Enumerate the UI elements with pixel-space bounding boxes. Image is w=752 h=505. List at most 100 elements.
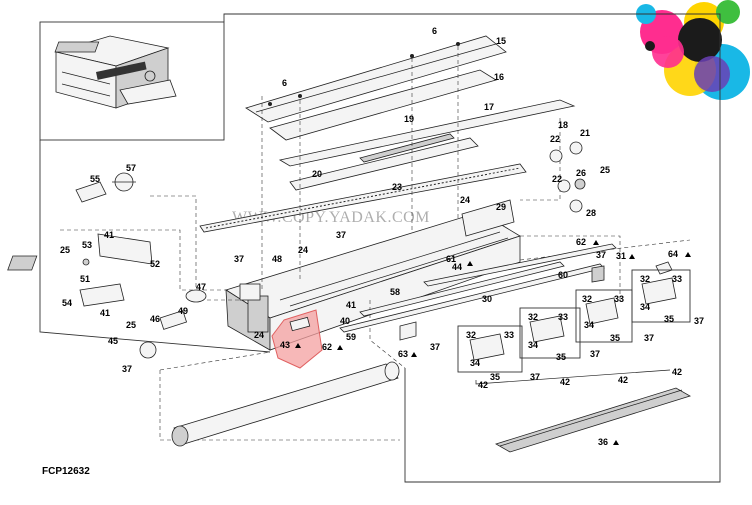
label-59: 59 xyxy=(346,332,356,342)
label-62: 62 xyxy=(576,237,586,247)
label-26: 26 xyxy=(576,168,586,178)
part-43-highlight xyxy=(271,309,323,369)
label-16: 16 xyxy=(494,72,504,82)
triangle-markers xyxy=(295,240,691,445)
label-23: 23 xyxy=(392,182,402,192)
bracket-groups xyxy=(457,269,691,385)
label-34: 34 xyxy=(640,302,650,312)
label-37: 37 xyxy=(596,250,606,260)
part-small-left xyxy=(7,172,207,359)
label-60: 60 xyxy=(558,270,568,280)
label-36: 36 xyxy=(598,437,608,447)
label-44: 44 xyxy=(452,262,462,272)
label-48: 48 xyxy=(272,254,282,264)
label-21: 21 xyxy=(580,128,590,138)
label-41: 41 xyxy=(104,230,114,240)
figure-code: FCP12632 xyxy=(42,466,90,477)
part-main-unit xyxy=(225,211,521,351)
label-42: 42 xyxy=(478,380,488,390)
label-37: 37 xyxy=(336,230,346,240)
label-37: 37 xyxy=(122,364,132,374)
inset-frame xyxy=(39,21,225,141)
part-rails xyxy=(339,243,617,333)
label-52: 52 xyxy=(150,259,160,269)
label-42: 42 xyxy=(618,375,628,385)
part-small-right xyxy=(399,141,673,341)
label-34: 34 xyxy=(528,340,538,350)
label-6: 6 xyxy=(282,78,287,88)
part-bar-19 xyxy=(359,133,455,163)
label-32: 32 xyxy=(582,294,592,304)
label-46: 46 xyxy=(150,314,160,324)
label-33: 33 xyxy=(504,330,514,340)
label-25: 25 xyxy=(60,245,70,255)
label-57: 57 xyxy=(126,163,136,173)
label-37: 37 xyxy=(234,254,244,264)
label-25: 25 xyxy=(600,165,610,175)
label-33: 33 xyxy=(672,274,682,284)
part-rail-23 xyxy=(199,163,527,233)
label-29: 29 xyxy=(496,202,506,212)
label-17: 17 xyxy=(484,102,494,112)
label-37: 37 xyxy=(430,342,440,352)
label-45: 45 xyxy=(108,336,118,346)
label-31: 31 xyxy=(616,251,626,261)
label-49: 49 xyxy=(178,306,188,316)
label-6: 6 xyxy=(432,26,437,36)
label-43: 43 xyxy=(280,340,290,350)
label-25: 25 xyxy=(126,320,136,330)
label-35: 35 xyxy=(556,352,566,362)
label-32: 32 xyxy=(466,330,476,340)
label-15: 15 xyxy=(496,36,506,46)
label-22: 22 xyxy=(550,134,560,144)
label-37: 37 xyxy=(644,333,654,343)
label-18: 18 xyxy=(558,120,568,130)
part-cover-15 xyxy=(245,35,507,123)
label-34: 34 xyxy=(584,320,594,330)
part-roller xyxy=(171,361,400,447)
label-42: 42 xyxy=(560,377,570,387)
label-30: 30 xyxy=(482,294,492,304)
label-64: 64 xyxy=(668,249,678,259)
label-22: 22 xyxy=(552,174,562,184)
label-37: 37 xyxy=(590,349,600,359)
label-63: 63 xyxy=(398,349,408,359)
label-24: 24 xyxy=(298,245,308,255)
label-41: 41 xyxy=(346,300,356,310)
label-24: 24 xyxy=(254,330,264,340)
label-37: 37 xyxy=(694,316,704,326)
label-20: 20 xyxy=(312,169,322,179)
label-61: 61 xyxy=(446,254,456,264)
label-47: 47 xyxy=(196,282,206,292)
label-35: 35 xyxy=(664,314,674,324)
label-53: 53 xyxy=(82,240,92,250)
label-28: 28 xyxy=(586,208,596,218)
part-rod-17 xyxy=(278,99,576,167)
label-19: 19 xyxy=(404,114,414,124)
label-58: 58 xyxy=(390,287,400,297)
label-35: 35 xyxy=(610,333,620,343)
label-33: 33 xyxy=(614,294,624,304)
label-54: 54 xyxy=(62,298,72,308)
callout-labels: 6 15 6 16 17 19 18 22 21 20 57 55 26 25 … xyxy=(60,26,704,447)
label-37: 37 xyxy=(530,372,540,382)
part-comb-20 xyxy=(289,137,479,191)
label-33: 33 xyxy=(558,312,568,322)
part-plate-16 xyxy=(269,69,497,141)
label-55: 55 xyxy=(90,174,100,184)
label-42: 42 xyxy=(672,367,682,377)
label-51: 51 xyxy=(80,274,90,284)
label-24: 24 xyxy=(460,195,470,205)
label-32: 32 xyxy=(528,312,538,322)
label-62: 62 xyxy=(322,342,332,352)
copier-inset-illustration xyxy=(54,35,177,109)
label-40: 40 xyxy=(340,316,350,326)
label-32: 32 xyxy=(640,274,650,284)
label-35: 35 xyxy=(490,372,500,382)
logo-mark xyxy=(636,0,750,100)
part-blade-36 xyxy=(495,387,691,453)
label-41: 41 xyxy=(100,308,110,318)
label-34: 34 xyxy=(470,358,480,368)
